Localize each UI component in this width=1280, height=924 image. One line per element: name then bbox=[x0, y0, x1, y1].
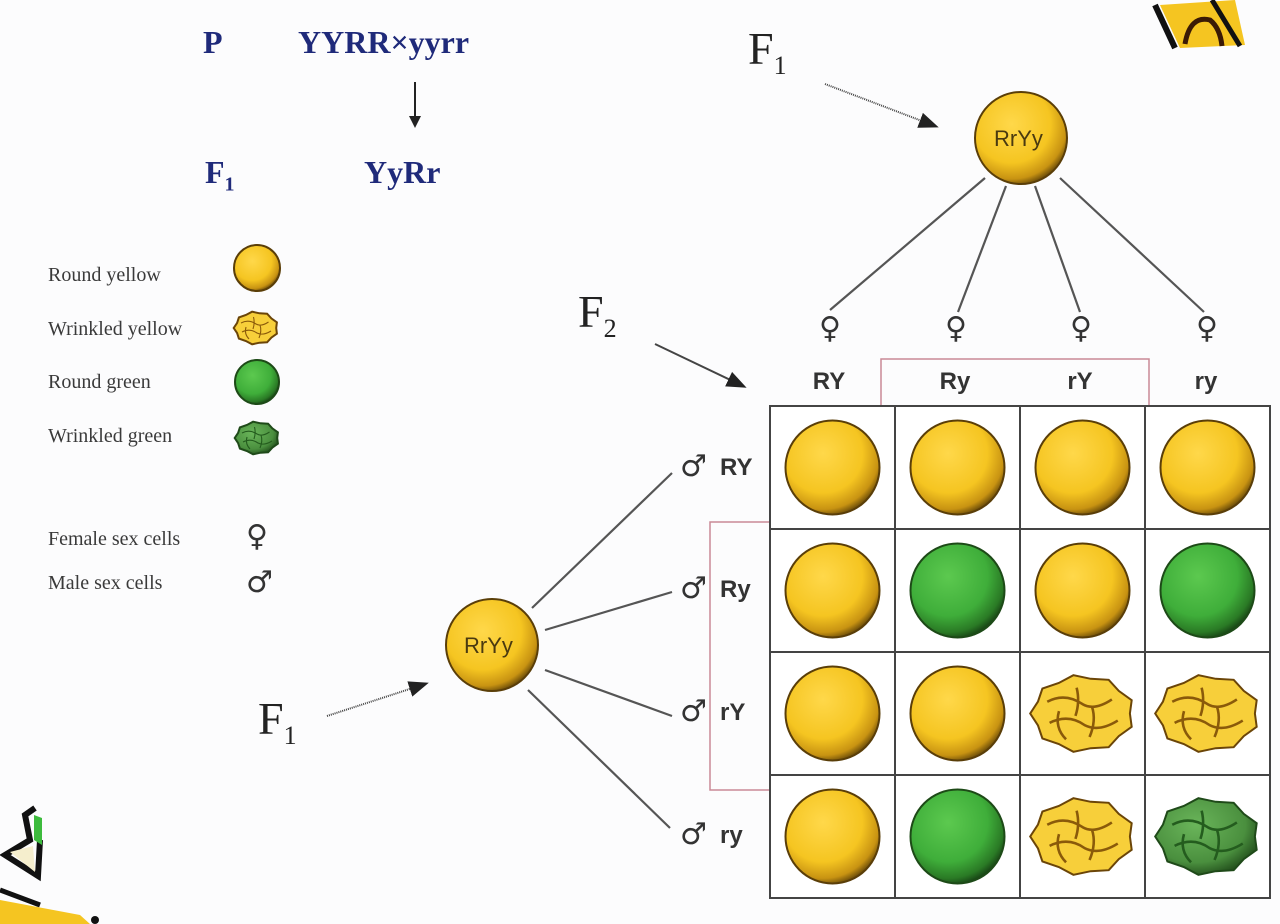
f2-arrow bbox=[654, 343, 747, 388]
female-branch-line bbox=[1059, 177, 1205, 313]
legend-label-round-green: Round green bbox=[48, 371, 151, 393]
male-gamete-symbol-icon: ♂ bbox=[680, 571, 707, 606]
punnett-square bbox=[769, 405, 1271, 899]
round-yellow-pea-icon bbox=[784, 665, 881, 762]
legend-round-green-icon bbox=[234, 359, 280, 405]
legend-swatches bbox=[232, 244, 281, 456]
legend-male-label: Male sex cells bbox=[48, 572, 163, 594]
male-branch-line bbox=[531, 472, 673, 609]
male-gamete-branches bbox=[527, 472, 673, 829]
legend-female-label: Female sex cells bbox=[48, 528, 181, 550]
round-green-pea-icon bbox=[909, 788, 1006, 885]
corner-decoration-top-right bbox=[1152, 0, 1245, 50]
female-gamete-label: Ry bbox=[939, 368, 971, 395]
top-f1-subscript: 1 bbox=[773, 51, 787, 80]
male-branch-line bbox=[544, 668, 673, 718]
f2-subscript: 2 bbox=[603, 314, 617, 343]
f2-letter: F bbox=[578, 286, 604, 337]
male-gamete-symbol-icon: ♂ bbox=[680, 817, 707, 852]
legend-round-yellow-icon bbox=[233, 244, 281, 292]
female-branch-line bbox=[1033, 185, 1082, 313]
left-f1-subscript: 1 bbox=[283, 721, 297, 750]
round-yellow-pea-icon bbox=[909, 419, 1006, 516]
male-gamete-label: RY bbox=[720, 454, 753, 481]
f1-genotype: YyRr bbox=[364, 154, 441, 190]
female-gamete-symbol-icon: ♀ bbox=[819, 311, 841, 346]
left-f1-label: F1 bbox=[258, 692, 297, 751]
round-yellow-pea-icon bbox=[784, 788, 881, 885]
female-gamete-symbol-icon: ♀ bbox=[1070, 311, 1092, 346]
wrinkled-yellow-pea-icon bbox=[1029, 797, 1133, 876]
female-symbol-icon: ♀ bbox=[246, 519, 268, 554]
top-f1-arrow bbox=[824, 83, 939, 128]
male-branch-line bbox=[527, 689, 671, 829]
legend-wrinkled-yellow-icon bbox=[232, 310, 278, 346]
cross-arrow bbox=[409, 82, 421, 128]
legend-label-round-yellow: Round yellow bbox=[48, 264, 161, 286]
round-yellow-pea-icon bbox=[1159, 419, 1256, 516]
top-parent-genotype: RrYy bbox=[994, 126, 1043, 151]
male-symbol-icon: ♂ bbox=[246, 565, 273, 600]
f1-generation-label: F1 bbox=[205, 154, 235, 196]
female-gamete-label: rY bbox=[1067, 368, 1093, 395]
corner-decoration-bottom-left bbox=[0, 805, 99, 924]
parent-cross: YYRR×yyrr bbox=[298, 24, 470, 60]
top-f1-parent-pea bbox=[974, 91, 1068, 185]
male-branch-line bbox=[544, 590, 673, 632]
legend-label-wrinkled-yellow: Wrinkled yellow bbox=[48, 318, 183, 340]
male-gamete-symbol-icon: ♂ bbox=[680, 694, 707, 729]
female-gamete-label: ry bbox=[1194, 368, 1218, 395]
round-yellow-pea-icon bbox=[1034, 419, 1131, 516]
legend-wrinkled-green-icon bbox=[233, 420, 279, 456]
male-gamete-label: Ry bbox=[720, 576, 751, 603]
round-yellow-pea-icon bbox=[909, 665, 1006, 762]
highlight-box-female-recombinants bbox=[880, 358, 1150, 414]
left-f1-arrow bbox=[326, 681, 429, 717]
male-gamete-label: rY bbox=[720, 699, 746, 726]
female-branch-line bbox=[956, 185, 1008, 313]
wrinkled-yellow-pea-icon bbox=[1154, 674, 1258, 753]
left-parent-genotype: RrYy bbox=[464, 633, 513, 658]
wrinkled-yellow-pea-icon bbox=[1029, 674, 1133, 753]
legend-label-wrinkled-green: Wrinkled green bbox=[48, 425, 173, 447]
highlight-box-male-recombinants bbox=[709, 521, 771, 791]
round-yellow-pea-icon bbox=[784, 419, 881, 516]
round-yellow-pea-icon bbox=[1034, 542, 1131, 639]
round-yellow-pea-icon bbox=[784, 542, 881, 639]
female-gamete-symbol-icon: ♀ bbox=[1196, 311, 1218, 346]
wrinkled-green-pea-icon bbox=[1154, 797, 1258, 876]
top-f1-label: F1 bbox=[748, 22, 787, 81]
left-f1-parent-pea bbox=[445, 598, 539, 692]
top-f1-letter: F bbox=[748, 23, 774, 74]
female-gamete-symbol-icon: ♀ bbox=[945, 311, 967, 346]
f2-label: F2 bbox=[578, 285, 617, 344]
female-branch-line bbox=[829, 177, 986, 311]
left-f1-letter: F bbox=[258, 693, 284, 744]
female-gamete-branches bbox=[829, 177, 1205, 313]
male-gamete-symbol-icon: ♂ bbox=[680, 449, 707, 484]
f1-letter: F bbox=[205, 154, 225, 190]
p-generation-label: P bbox=[203, 24, 223, 60]
round-green-pea-icon bbox=[1159, 542, 1256, 639]
male-gamete-label: ry bbox=[720, 822, 743, 849]
round-green-pea-icon bbox=[909, 542, 1006, 639]
f1-subscript: 1 bbox=[224, 173, 235, 196]
female-gamete-label: RY bbox=[812, 368, 846, 395]
